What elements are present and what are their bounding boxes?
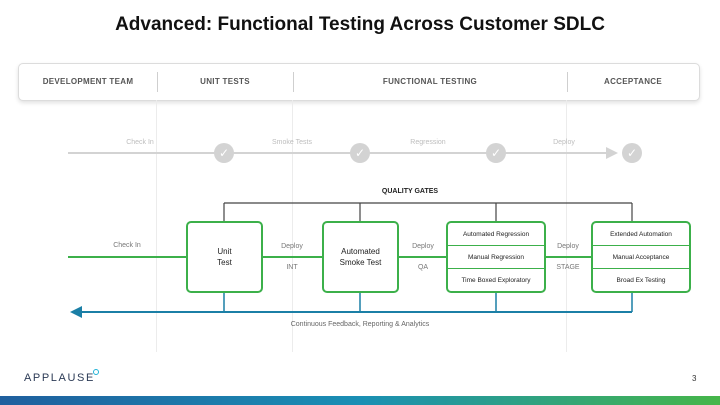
smoke-test-box: Automated Smoke Test xyxy=(322,221,399,293)
env-label-stage: STAGE xyxy=(556,264,580,271)
unit-test-line: Unit xyxy=(217,247,232,256)
acceptance-row: Broad Ex Testing xyxy=(616,276,666,284)
column-guide xyxy=(566,100,567,352)
phase-divider xyxy=(157,72,158,92)
phase-divider xyxy=(293,72,294,92)
acceptance-box: Extended Automation Manual Acceptance Br… xyxy=(591,221,691,293)
column-guide xyxy=(292,100,293,352)
phase-unit-tests: UNIT TESTS xyxy=(200,77,250,86)
page-number: 3 xyxy=(692,374,697,383)
regression-box: Automated Regression Manual Regression T… xyxy=(446,221,546,293)
footer-gradient-bar xyxy=(0,396,720,405)
env-label-qa: QA xyxy=(417,264,429,271)
unit-test-line: Test xyxy=(217,258,232,267)
deploy-label: Deploy xyxy=(557,243,579,250)
gray-label-smoke-tests: Smoke Tests xyxy=(272,139,312,146)
page-title: Advanced: Functional Testing Across Cust… xyxy=(115,14,605,35)
deploy-label: Deploy xyxy=(412,243,434,250)
acceptance-row: Manual Acceptance xyxy=(593,246,689,269)
check-circle-icon: ✓ xyxy=(350,143,370,163)
feedback-label: Continuous Feedback, Reporting & Analyti… xyxy=(290,321,430,328)
phase-bar: DEVELOPMENT TEAM UNIT TESTS FUNCTIONAL T… xyxy=(18,63,700,101)
smoke-test-line: Automated xyxy=(341,247,380,256)
phase-divider xyxy=(567,72,568,92)
regression-row: Time Boxed Exploratory xyxy=(461,276,531,284)
deploy-label: Deploy xyxy=(281,243,303,250)
env-label-int: INT xyxy=(286,264,298,271)
smoke-test-line: Smoke Test xyxy=(339,258,382,267)
quality-gates-label: QUALITY GATES xyxy=(381,188,439,195)
applause-logo: APPLAUSE xyxy=(24,372,95,384)
check-in-label: Check In xyxy=(113,242,141,249)
logo-dot-icon xyxy=(93,369,99,375)
regression-row: Manual Regression xyxy=(448,246,544,269)
check-circle-icon: ✓ xyxy=(622,143,642,163)
check-circle-icon: ✓ xyxy=(486,143,506,163)
unit-test-box: Unit Test xyxy=(186,221,263,293)
acceptance-row: Extended Automation xyxy=(593,223,689,246)
gray-label-check-in: Check In xyxy=(126,139,154,146)
regression-row: Automated Regression xyxy=(448,223,544,246)
check-circle-icon: ✓ xyxy=(214,143,234,163)
column-guide xyxy=(156,100,157,352)
phase-acceptance: ACCEPTANCE xyxy=(604,77,662,86)
phase-functional-testing: FUNCTIONAL TESTING xyxy=(382,77,478,86)
gray-label-deploy: Deploy xyxy=(553,139,575,146)
phase-development-team: DEVELOPMENT TEAM xyxy=(42,77,134,86)
gray-label-regression: Regression xyxy=(410,139,446,146)
